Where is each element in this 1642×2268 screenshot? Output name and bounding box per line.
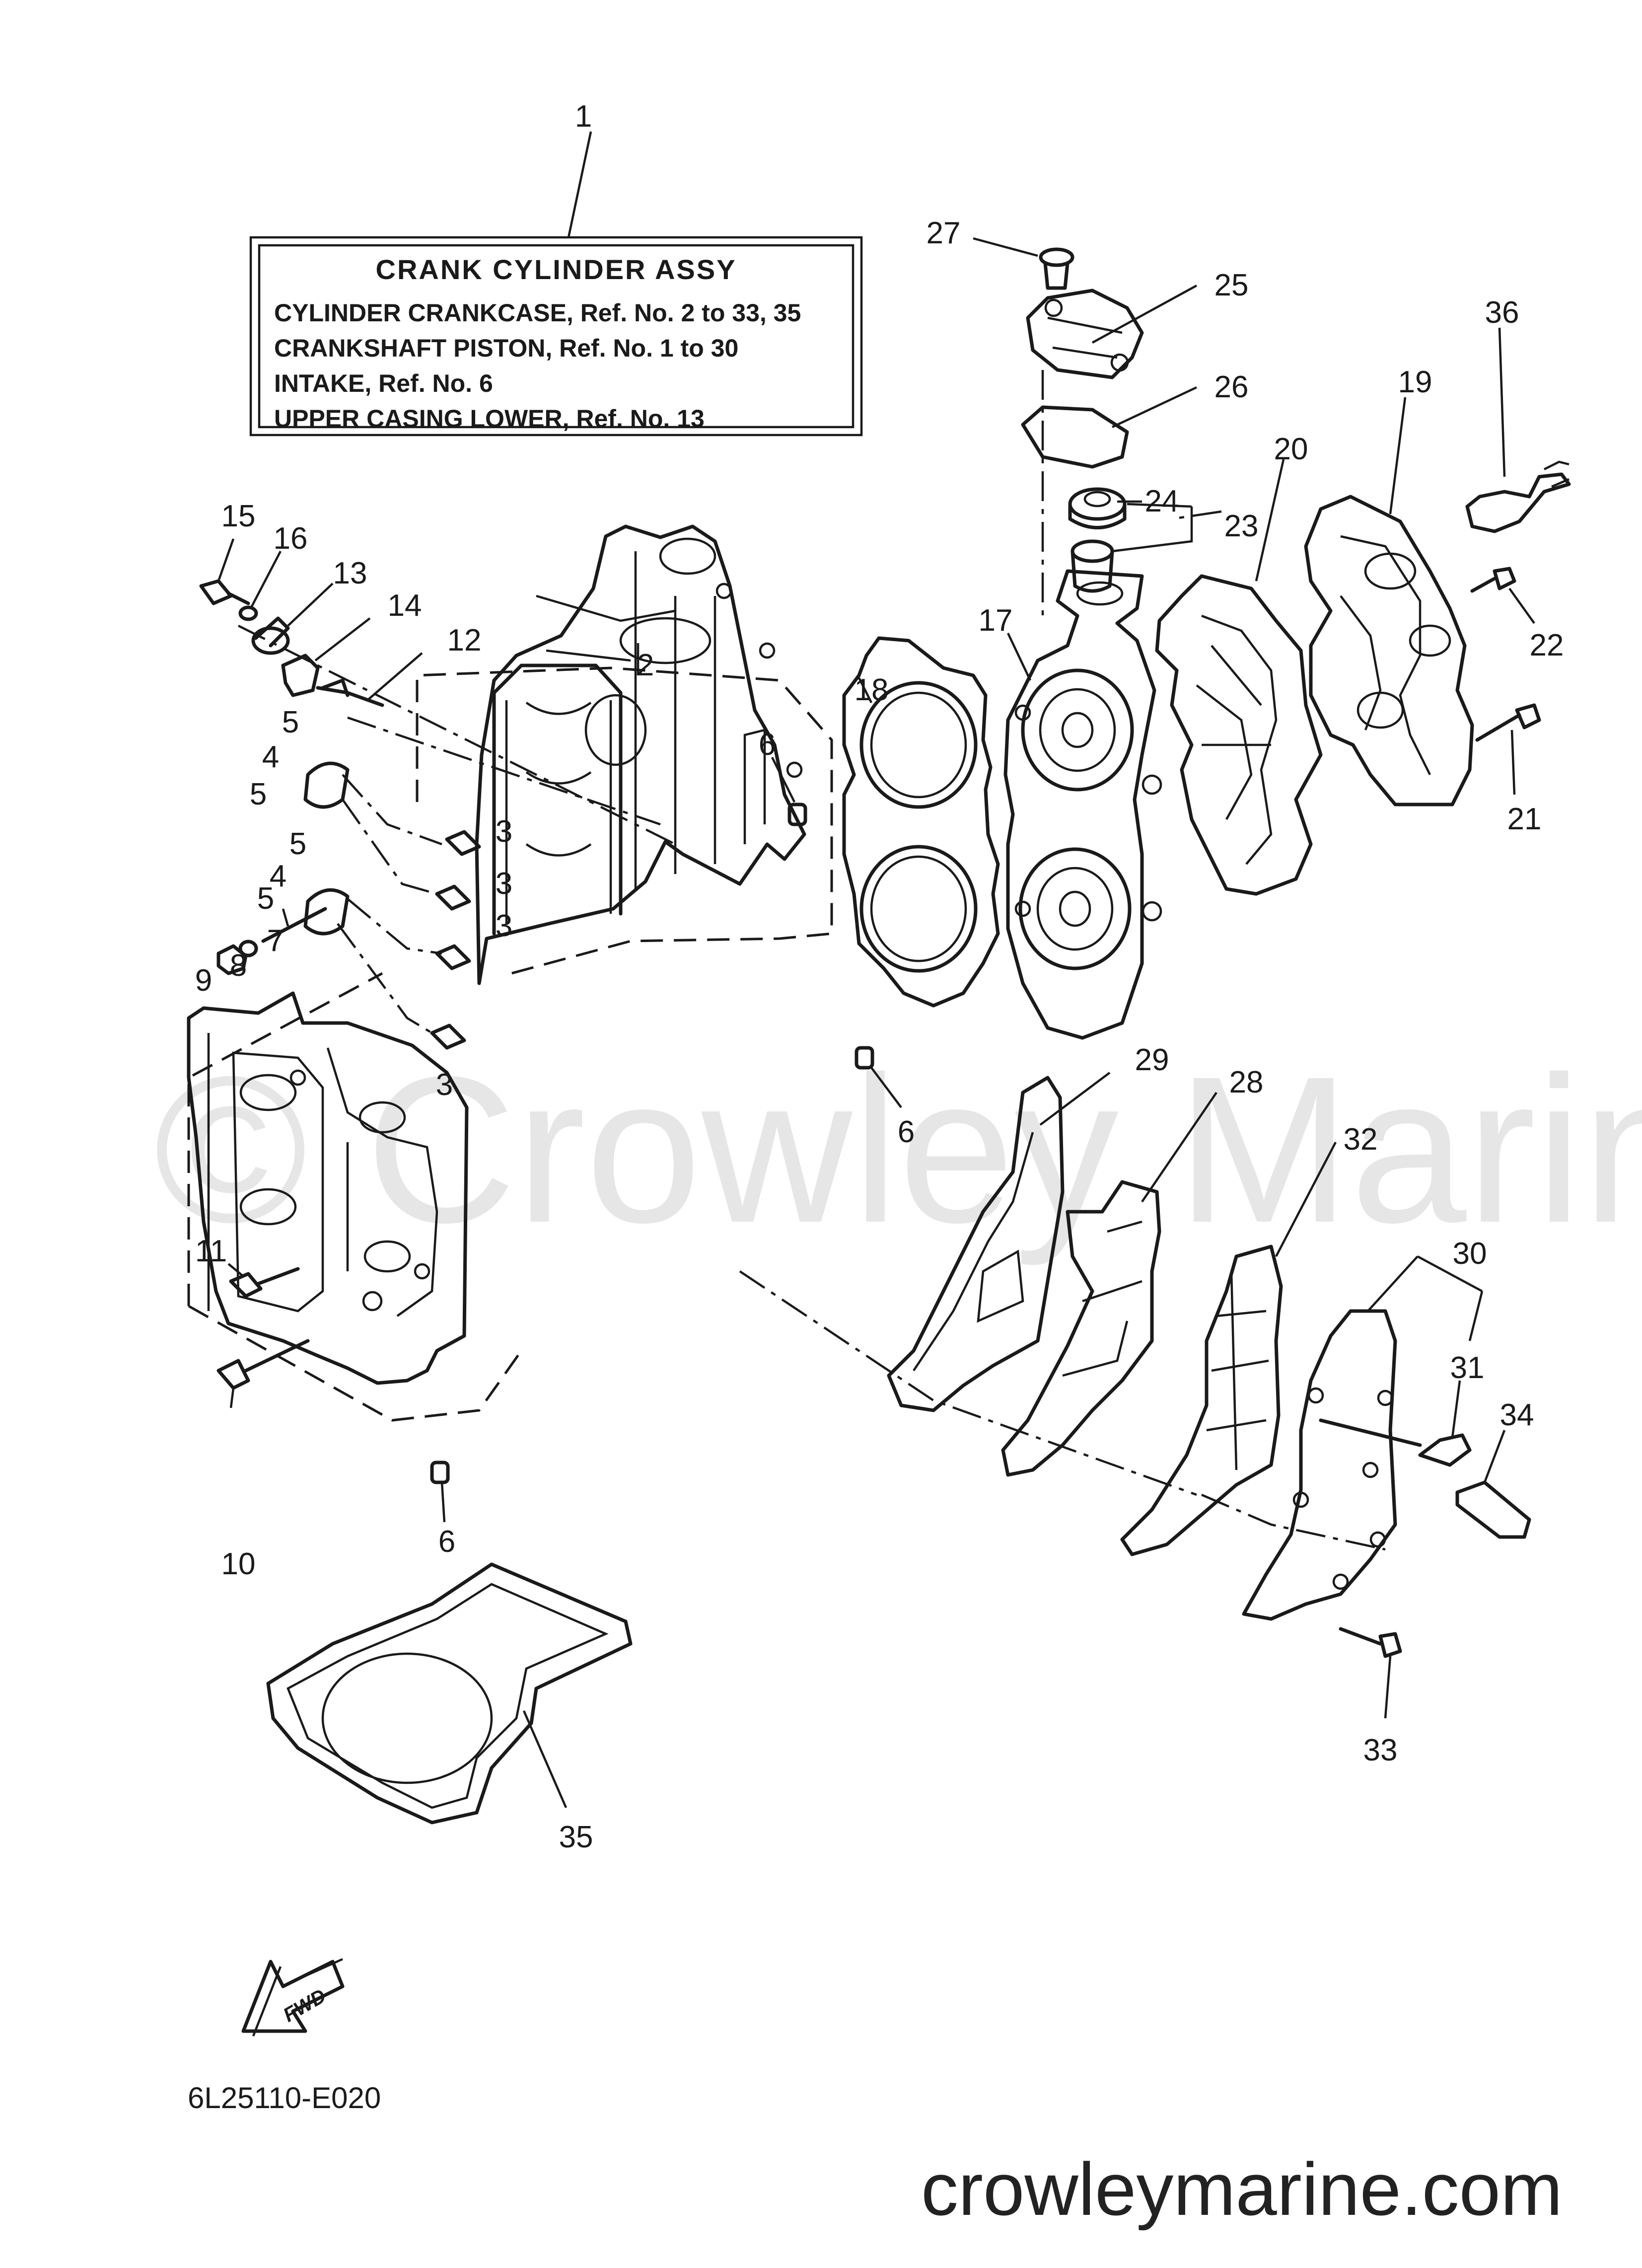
- half-ring-4a-part: [303, 761, 350, 809]
- cap-14-part: [281, 654, 320, 697]
- clamp-13-part: [251, 616, 290, 655]
- callout-14: 14: [388, 588, 422, 623]
- callout-7: 7: [267, 924, 284, 958]
- callout-25: 25: [1214, 268, 1249, 302]
- callout-5b: 5: [250, 777, 267, 811]
- stud-bolt-7-part: [261, 907, 327, 943]
- thermostat-gasket-part: [1021, 405, 1129, 469]
- callout-15: 15: [221, 499, 256, 533]
- callout-27: 27: [927, 216, 961, 250]
- callout-3d: 3: [436, 1068, 453, 1102]
- callout-10: 10: [221, 1547, 256, 1581]
- bolt-27-part: [1039, 247, 1074, 290]
- bearing-3a-part: [445, 830, 481, 856]
- callout-23: 23: [1224, 509, 1259, 543]
- callout-4b: 4: [270, 859, 286, 893]
- callout-1: 1: [575, 99, 592, 134]
- bolt-12-part: [316, 678, 384, 707]
- callout-17: 17: [979, 603, 1013, 638]
- washer-16-part: [238, 605, 258, 621]
- bearing-3d-part: [430, 1024, 466, 1050]
- callout-6a: 6: [759, 728, 776, 762]
- callout-33: 33: [1363, 1733, 1398, 1767]
- plug-part: [1455, 1480, 1531, 1539]
- drawing-code: 6L25110-E020: [188, 2081, 381, 2115]
- callout-19: 19: [1398, 365, 1432, 399]
- callout-6c: 6: [438, 1525, 455, 1559]
- crankcase-base-gasket-part: [266, 1562, 633, 1825]
- box-line-3: INTAKE, Ref. No. 6: [274, 369, 493, 397]
- callout-9: 9: [195, 963, 212, 998]
- dowel-6b-part: [855, 1046, 874, 1070]
- callout-26: 26: [1214, 370, 1249, 404]
- box-line-1: CYLINDER CRANKCASE, Ref. No. 2 to 33, 35: [274, 299, 801, 327]
- bolt-21-part: [1475, 703, 1541, 742]
- bolt-33-part: [1339, 1627, 1402, 1658]
- anode-part: [1319, 1418, 1472, 1467]
- callout-3a: 3: [496, 814, 512, 849]
- callout-6b: 6: [898, 1115, 915, 1149]
- callout-5c: 5: [289, 827, 306, 861]
- lower-crankcase-part: [187, 991, 469, 1385]
- callout-34: 34: [1500, 1398, 1534, 1432]
- callout-2: 2: [637, 648, 654, 682]
- watermark: © Crowley Marine: [154, 1033, 1642, 1267]
- bolt-22-part: [1470, 567, 1516, 593]
- callout-labels: 1 2 3 3 3 3 4 4 5 5 5 5 6 6 6 7 8 9 10 1…: [195, 99, 1564, 1854]
- half-ring-4b-part: [303, 888, 350, 936]
- callout-29: 29: [1135, 1043, 1169, 1077]
- thermostat-seal-part: [1068, 487, 1127, 529]
- callout-28: 28: [1229, 1065, 1264, 1099]
- head-cover-gasket-part: [1155, 574, 1323, 896]
- dowel-6a-part: [787, 803, 807, 826]
- callout-22: 22: [1530, 628, 1564, 662]
- fwd-label: FWD: [280, 1985, 330, 2027]
- box-title: CRANK CYLINDER ASSY: [376, 254, 737, 285]
- bolt-15-part: [199, 579, 250, 605]
- callout-3b: 3: [496, 867, 512, 901]
- cylinder-head-part: [1003, 569, 1162, 1040]
- forward-direction-arrow-icon: FWD: [241, 1958, 345, 2037]
- callout-32: 32: [1344, 1122, 1378, 1157]
- nut-9-part: [216, 944, 248, 975]
- callout-11: 11: [195, 1234, 227, 1268]
- box-line-4: UPPER CASING LOWER, Ref. No. 13: [274, 405, 705, 433]
- head-gasket-part: [842, 636, 1000, 1008]
- dowel-6c-part: [430, 1461, 450, 1484]
- bearing-3b-part: [435, 884, 471, 911]
- bearing-3c-part: [435, 944, 471, 970]
- callout-36: 36: [1485, 295, 1519, 330]
- bolt-10-part: [216, 1339, 310, 1390]
- callout-30: 30: [1453, 1237, 1487, 1271]
- website-url: crowleymarine.com: [921, 2147, 1563, 2231]
- cylinder-crankcase-part: [475, 524, 806, 985]
- thermoswitch-part: [1465, 460, 1571, 533]
- exhaust-inner-cover-part: [1001, 1180, 1161, 1477]
- washer-8-part: [238, 940, 258, 957]
- callout-35: 35: [559, 1820, 593, 1854]
- callout-3c: 3: [496, 909, 512, 943]
- callout-13: 13: [333, 556, 367, 590]
- callout-5d: 5: [257, 881, 274, 916]
- box-line-2: CRANKSHAFT PISTON, Ref. No. 1 to 30: [274, 334, 738, 362]
- callout-4a: 4: [262, 740, 279, 774]
- exhaust-outer-cover-part: [1242, 1309, 1397, 1621]
- callout-24: 24: [1145, 484, 1179, 518]
- thermostat-cover-part: [1026, 289, 1144, 379]
- callout-20: 20: [1274, 432, 1308, 466]
- callout-31: 31: [1450, 1351, 1485, 1385]
- exhaust-inner-gasket-part: [887, 1076, 1065, 1412]
- assembly-info-box: CRANK CYLINDER ASSY CYLINDER CRANKCASE, …: [249, 236, 863, 437]
- callout-5a: 5: [282, 705, 299, 739]
- callout-8: 8: [230, 949, 247, 983]
- exhaust-outer-gasket-part: [1120, 1244, 1283, 1556]
- callout-21: 21: [1507, 802, 1542, 836]
- callout-12: 12: [447, 623, 482, 658]
- cylinder-head-cover-part: [1304, 495, 1474, 806]
- callout-16: 16: [274, 521, 308, 556]
- callout-18: 18: [855, 673, 889, 707]
